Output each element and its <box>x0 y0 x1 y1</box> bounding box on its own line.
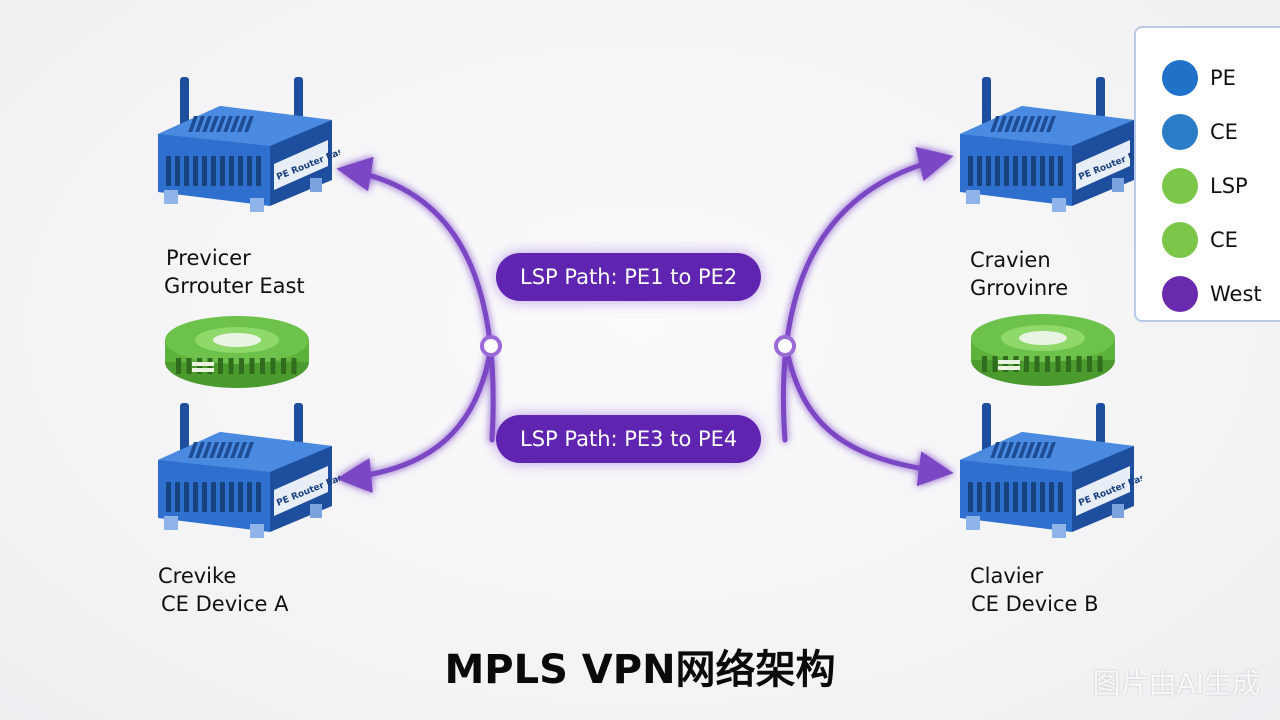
legend-dot-icon <box>1162 60 1198 96</box>
pe-west-label-line-1: Cravien <box>970 248 1051 272</box>
link-right-lower <box>782 337 954 487</box>
router-icon: PE Router East <box>960 403 1152 538</box>
pe-west-label-line-2: Grrovinre <box>970 276 1069 300</box>
pe-west-label: Cravien Grrovinre <box>970 246 1068 302</box>
legend-label: LSP <box>1210 174 1248 198</box>
router-icon: PE Router East <box>158 77 350 212</box>
lsp-path-1-label[interactable]: LSP Path: PE1 to PE2 <box>496 253 762 301</box>
link-left-upper <box>336 156 496 443</box>
legend: PE CE LSP CE West <box>1134 26 1280 322</box>
ce-b-label: Clavier CE Device B <box>970 562 1099 618</box>
legend-dot-icon <box>1162 114 1198 150</box>
lsp-path-2-label[interactable]: LSP Path: PE3 to PE4 <box>496 415 762 463</box>
router-icon: PE Router East <box>158 403 350 538</box>
router-icon: PE Router East <box>960 77 1152 212</box>
switch-ring-icon <box>165 316 309 388</box>
link-left-lower <box>336 337 495 493</box>
ce-a-label-line-1: Crevike <box>158 564 237 588</box>
pe-east-label: Previcer Grrouter East <box>164 244 305 300</box>
switch-ring-right[interactable] <box>968 310 1118 390</box>
junction-right <box>774 335 796 357</box>
diagram-title: MPLS VPN网络架构 <box>444 647 836 693</box>
ce-a-label: Crevike CE Device A <box>158 562 288 618</box>
pe-router-east[interactable]: PE Router East <box>150 72 350 222</box>
legend-dot-icon <box>1162 168 1198 204</box>
ce-b-label-line-1: Clavier <box>970 564 1044 588</box>
legend-label: CE <box>1210 120 1238 144</box>
legend-label: West <box>1210 282 1262 306</box>
ai-watermark: 图片由AI生成 <box>1092 667 1260 700</box>
ce-device-a[interactable]: PE Router East <box>150 398 350 548</box>
legend-dot-icon <box>1162 276 1198 312</box>
ce-b-label-line-2: CE Device B <box>971 592 1099 616</box>
pe-east-label-line-1: Previcer <box>166 246 251 270</box>
legend-label: CE <box>1210 228 1238 252</box>
ce-a-label-line-2: CE Device A <box>161 592 289 616</box>
switch-ring-icon <box>971 314 1115 386</box>
link-right-upper <box>780 147 954 443</box>
legend-label: PE <box>1210 66 1236 90</box>
legend-dot-icon <box>1162 222 1198 258</box>
ce-device-b[interactable]: PE Router East <box>952 398 1152 548</box>
switch-ring-left[interactable] <box>162 312 312 392</box>
junction-left <box>480 335 502 357</box>
pe-router-west[interactable]: PE Router East <box>952 72 1152 222</box>
pe-east-label-line-2: Grrouter East <box>164 274 305 298</box>
